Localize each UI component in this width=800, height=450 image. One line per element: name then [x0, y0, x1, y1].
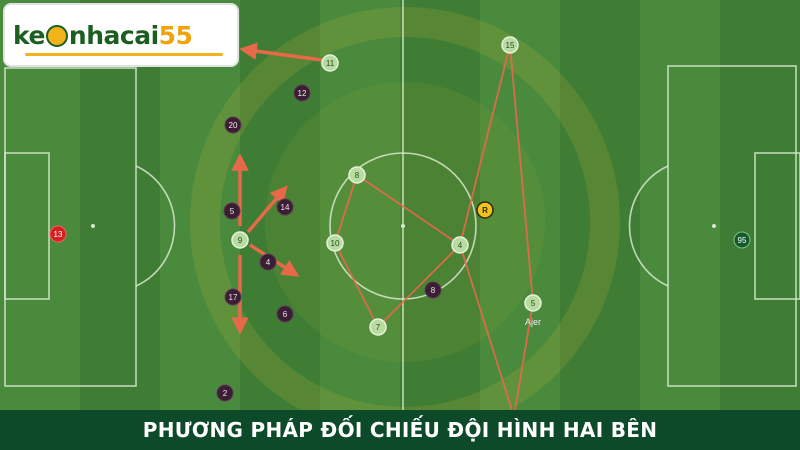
logo-text-number: 55 [158, 20, 193, 50]
svg-text:20: 20 [229, 121, 238, 130]
pass-line [459, 44, 511, 246]
logo-swoosh [25, 53, 223, 56]
away-player: 2 [216, 384, 234, 402]
home-player: 15 [501, 36, 519, 54]
away-player: 14 [276, 198, 294, 216]
svg-text:4: 4 [266, 258, 271, 267]
home-player: 11 [321, 54, 339, 72]
svg-text:95: 95 [738, 236, 747, 245]
pass-line [334, 242, 379, 328]
grass-stripe [720, 0, 800, 450]
svg-text:4: 4 [458, 241, 463, 250]
svg-text:2: 2 [223, 389, 228, 398]
pass-line [514, 302, 534, 411]
home-player: 10 [326, 234, 344, 252]
goalkeeper-left: 13 [49, 225, 67, 243]
svg-text:11: 11 [326, 59, 335, 68]
svg-text:12: 12 [298, 89, 307, 98]
run-arrow [246, 185, 288, 234]
home-player: 4 [451, 236, 469, 254]
svg-text:R: R [482, 206, 488, 215]
away-player: 17 [224, 288, 242, 306]
svg-text:10: 10 [331, 239, 340, 248]
site-logo[interactable]: ke nhacai55 [3, 3, 239, 67]
svg-text:8: 8 [355, 171, 360, 180]
pass-line [334, 174, 358, 244]
pass-line [509, 44, 534, 304]
soccer-ball-icon [45, 24, 68, 47]
logo-text-main: nhacai [68, 20, 159, 50]
home-player: 9 [231, 231, 249, 249]
svg-text:14: 14 [281, 203, 290, 212]
pass-line [356, 174, 461, 246]
svg-text:13: 13 [54, 230, 63, 239]
svg-text:15: 15 [506, 41, 515, 50]
away-player: 6 [276, 305, 294, 323]
watermark-emblem [190, 7, 620, 437]
caption-title: PHƯƠNG PHÁP ĐỐI CHIẾU ĐỘI HÌNH HAI BÊN [142, 418, 658, 442]
svg-text:5: 5 [531, 299, 536, 308]
svg-text:6: 6 [283, 310, 288, 319]
pass-lines [334, 44, 534, 411]
svg-text:9: 9 [238, 236, 243, 245]
logo-text-prefix: ke [13, 20, 45, 50]
svg-text:7: 7 [376, 323, 381, 332]
pass-line [377, 244, 461, 328]
svg-text:8: 8 [431, 286, 436, 295]
away-player: 20 [224, 116, 242, 134]
svg-text:17: 17 [229, 293, 238, 302]
grass-stripe [560, 0, 640, 450]
caption-banner: PHƯƠNG PHÁP ĐỐI CHIẾU ĐỘI HÌNH HAI BÊN [0, 410, 800, 450]
pass-line [459, 244, 513, 411]
pitch-markings [4, 0, 800, 410]
grass-stripe [400, 0, 480, 450]
away-player: 12 [293, 84, 311, 102]
away-player: 4 [259, 253, 277, 271]
goalkeeper-right: 95 [733, 231, 751, 249]
svg-text:5: 5 [230, 207, 235, 216]
away-player: 5 [223, 202, 241, 220]
run-arrow [239, 42, 323, 62]
home-player: 8 [348, 166, 366, 184]
away-player: 8 [424, 281, 442, 299]
player-name: Ajer [525, 317, 541, 327]
referee-marker: R [476, 201, 494, 219]
home-player: 7 [369, 318, 387, 336]
